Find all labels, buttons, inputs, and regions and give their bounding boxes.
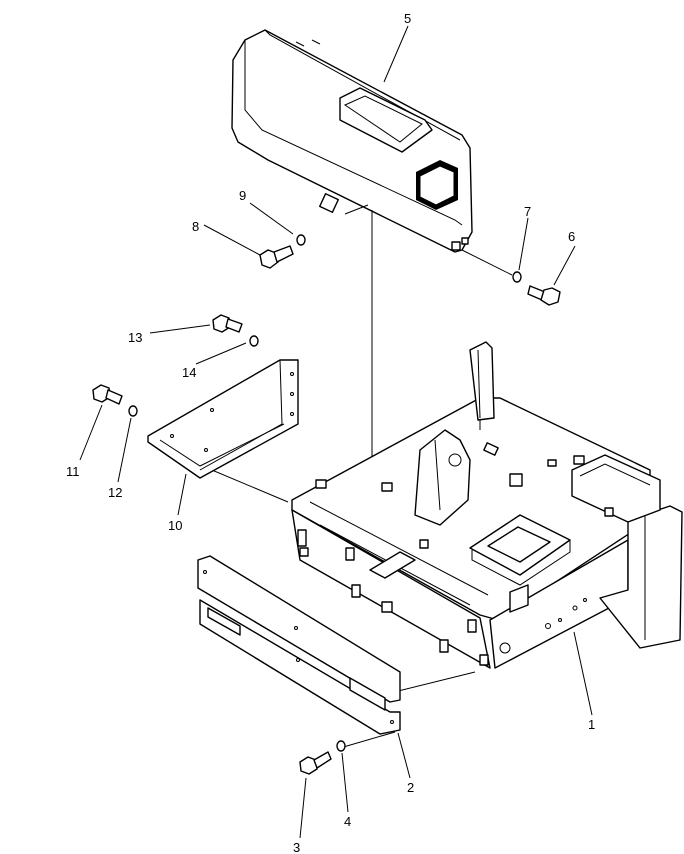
callout-12: 12: [108, 485, 122, 500]
washer-12: [128, 405, 138, 417]
washer-9: [296, 234, 306, 246]
leader-lines: [79, 25, 593, 839]
washer-7: [512, 271, 522, 283]
bolt-11: [92, 384, 123, 405]
callout-4: 4: [344, 814, 351, 829]
bolt-3: [299, 751, 332, 775]
callout-labels: 5 9 8 7 6 13 14 11 12 10 1 2 4 3: [66, 11, 595, 854]
main-frame: [291, 341, 683, 669]
callout-9: 9: [239, 188, 246, 203]
bolt-8: [259, 245, 294, 269]
callout-11: 11: [66, 464, 80, 479]
callout-14: 14: [182, 365, 196, 380]
callout-6: 6: [568, 229, 575, 244]
callout-13: 13: [128, 330, 142, 345]
bolt-6: [527, 285, 561, 306]
callout-10: 10: [168, 518, 182, 533]
washer-4: [336, 740, 346, 752]
side-bracket-plate: [147, 359, 299, 479]
front-cover-plate: [197, 555, 401, 735]
callout-5: 5: [404, 11, 411, 26]
callout-1: 1: [588, 717, 595, 732]
callout-7: 7: [524, 204, 531, 219]
top-cover: [231, 29, 473, 253]
bolt-13: [212, 314, 243, 333]
callout-2: 2: [407, 780, 414, 795]
callout-3: 3: [293, 840, 300, 854]
callout-8: 8: [192, 219, 199, 234]
washer-14: [249, 335, 259, 347]
